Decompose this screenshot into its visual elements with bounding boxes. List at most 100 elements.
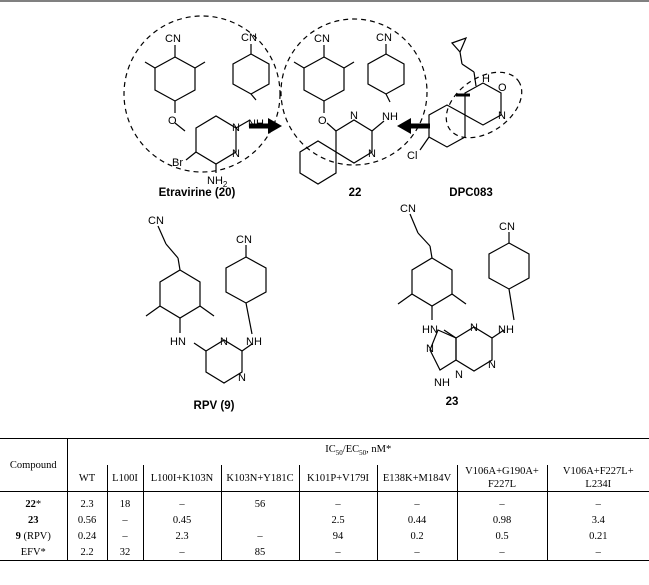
chemical-structures-figure: CN CN O NH N N Br NH2 CN CN O NH N N H O… [0,0,649,412]
table-cell: 0.56 [67,512,108,528]
compound-name-cell: 23 [0,512,68,528]
table-cell: 2.5 [299,512,378,528]
etravirine-nh2-label: NH2 [207,175,228,189]
table-cell: 0.44 [377,512,458,528]
table-cell: – [547,544,649,561]
c22-name: 22 [349,187,362,199]
rpv-structure [145,225,267,384]
etravirine-nh-label: NH [248,118,264,130]
dpc083-n-label: N [498,110,506,122]
table-cell: 2.3 [67,491,108,512]
c23-cn2-label: CN [499,221,515,233]
table-cell: – [377,491,458,512]
compound-name-cell: EFV* [0,544,68,561]
c23-hn-label: HN [422,324,438,336]
etravirine-structure [123,15,281,173]
table-cell: – [107,512,144,528]
c22-nh-label: NH [382,111,398,123]
table-cell: – [595,498,601,510]
column-header: V106A+F227L+L234I [547,465,649,492]
table-cell: – [221,528,300,544]
compound-column-header: Compound [0,438,68,492]
table-cell [221,512,300,528]
dpc083-h-label: H [482,73,490,85]
c22-n1-label: N [350,110,358,122]
table-cell: 94 [299,528,378,544]
compound-name-cell: 22* [0,491,68,512]
c23-name: 23 [446,396,459,408]
c22-o-label: O [318,115,327,127]
table-cell: 0.21 [589,530,608,542]
table-cell: 18 [107,491,144,512]
table-cell: 2.3 [143,528,222,544]
table-cell: – [299,491,378,512]
column-header: L100I+K103N [143,465,222,492]
table-cell: 32 [107,544,144,561]
table-cell: – [457,491,548,512]
c22-cn2-label: CN [376,32,392,44]
compound-name-cell: 9 (RPV) [0,528,68,544]
table-cell: – [457,544,548,561]
table-cell: 85 [221,544,300,561]
c23-n4-label: N [455,369,463,381]
arrow-right [249,118,282,134]
ic50-group-header: IC50/EC50, nM* [67,438,649,465]
c23-cn1-label: CN [400,203,416,215]
rpv-cn1-label: CN [148,215,164,227]
rpv-hn-label: HN [170,336,186,348]
rpv-name: RPV (9) [194,400,235,412]
etravirine-n1-label: N [232,122,240,134]
column-header: E138K+M184V [377,465,458,492]
etravirine-n2-label: N [232,148,240,160]
table-header-group-row: Compound IC50/EC50, nM* [0,438,649,492]
column-header: WT [67,465,108,492]
table-cell: 0.5 [457,528,548,544]
dpc083-cl-label: Cl [407,150,417,162]
c23-n1-label: N [470,322,478,334]
compound-22-structure [280,18,428,185]
table-cell: 2.2 [67,544,108,561]
column-header: L100I [107,465,144,492]
table-cell: – [143,544,222,561]
c23-nh-imidazole-label: NH [434,377,450,389]
table-cell: – [377,544,458,561]
column-header: K103N+Y181C [221,465,300,492]
etravirine-cn1-label: CN [165,33,181,45]
rpv-cn2-label: CN [236,234,252,246]
c23-n2-label: N [488,359,496,371]
column-header: V106A+G190A+F227L [457,465,548,492]
table-cell: – [299,544,378,561]
rpv-nh-label: NH [246,336,262,348]
rpv-n2-label: N [238,372,246,384]
c23-n3-label: N [426,343,434,355]
dpc083-structure [419,36,523,151]
table-cell: 0.24 [67,528,108,544]
c22-cn1-label: CN [314,33,330,45]
c23-nh-label: NH [498,324,514,336]
table-cell: 0.2 [377,528,458,544]
column-header: K101P+V179I [299,465,378,492]
etravirine-cn2-label: CN [241,32,257,44]
etravirine-br-label: Br [172,157,183,169]
table-cell: 0.98 [457,512,548,528]
etravirine-o-label: O [168,115,177,127]
dpc083-name: DPC083 [449,187,492,199]
dpc083-o-label: O [498,82,507,94]
table-cell: 3.4 [591,514,605,526]
compound-23-structure [397,213,530,372]
table-cell: – [143,491,222,512]
table-cell: 0.45 [143,512,222,528]
etravirine-name: Etravirine (20) [159,187,236,199]
arrow-left [397,118,430,134]
table-cell: 56 [221,491,300,512]
rpv-n1-label: N [220,336,228,348]
c22-n2-label: N [368,148,376,160]
table-cell: – [107,528,144,544]
